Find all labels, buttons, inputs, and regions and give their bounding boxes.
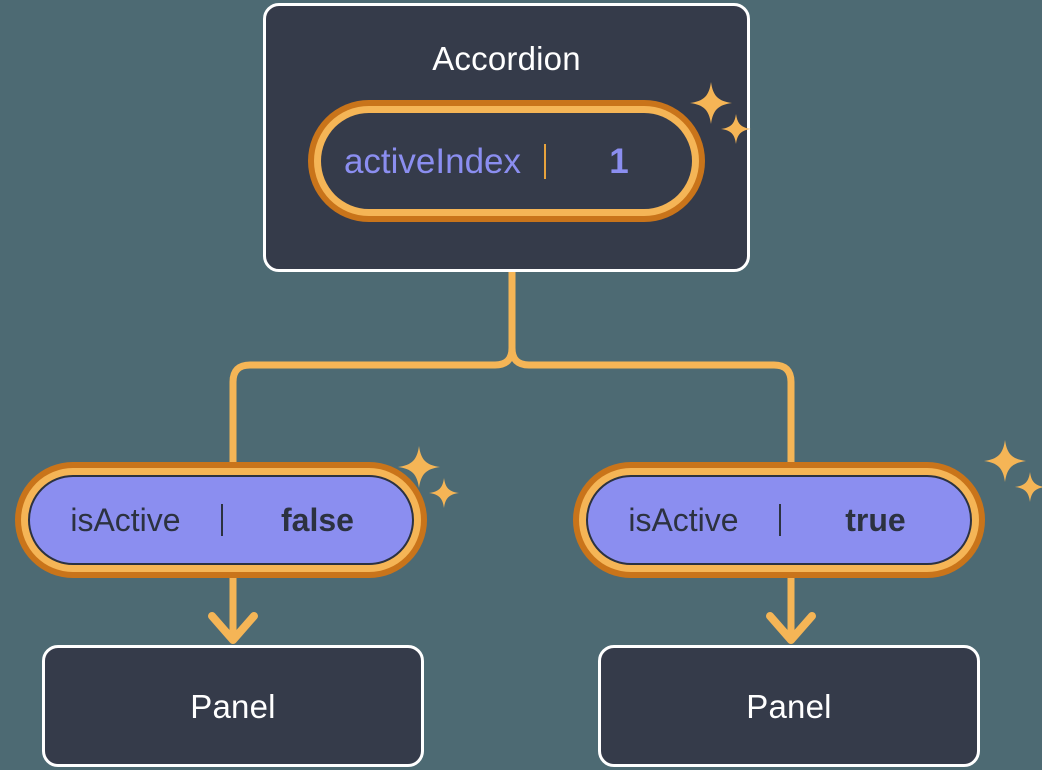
accordion-title: Accordion: [432, 40, 581, 77]
pill-core: activeIndex 1: [321, 113, 692, 209]
pill-core: isActive false: [28, 475, 414, 565]
pill-inner-ring: isActive false: [21, 468, 421, 572]
sparkle-icon: [984, 440, 1026, 482]
pill-core: isActive true: [586, 475, 972, 565]
sparkle-icon: [1015, 472, 1042, 502]
state-key-label: activeIndex: [321, 143, 546, 179]
connector-branch-left: [229, 344, 516, 466]
prop-pill-is-active-true[interactable]: isActive true: [573, 462, 985, 578]
connector-branch-right: [508, 344, 795, 466]
pill-inner-ring: activeIndex 1: [314, 106, 699, 216]
panel-component-right[interactable]: Panel: [598, 645, 980, 767]
panel-component-left[interactable]: Panel: [42, 645, 424, 767]
arrow-down-icon: [766, 612, 816, 644]
state-value-label: 1: [609, 141, 629, 181]
pill-inner-ring: isActive true: [579, 468, 979, 572]
prop-key-label: isActive: [588, 504, 781, 536]
state-pill-active-index[interactable]: activeIndex 1: [308, 100, 705, 222]
sparkle-icon: [429, 478, 459, 508]
prop-pill-is-active-false[interactable]: isActive false: [15, 462, 427, 578]
panel-title: Panel: [190, 687, 276, 725]
prop-value-label: false: [280, 502, 354, 538]
prop-key-label: isActive: [30, 504, 223, 536]
panel-title: Panel: [746, 687, 832, 725]
arrow-down-icon: [208, 612, 258, 644]
sparkle-group-right-pill: [984, 440, 1042, 510]
prop-value-label: true: [845, 502, 906, 538]
